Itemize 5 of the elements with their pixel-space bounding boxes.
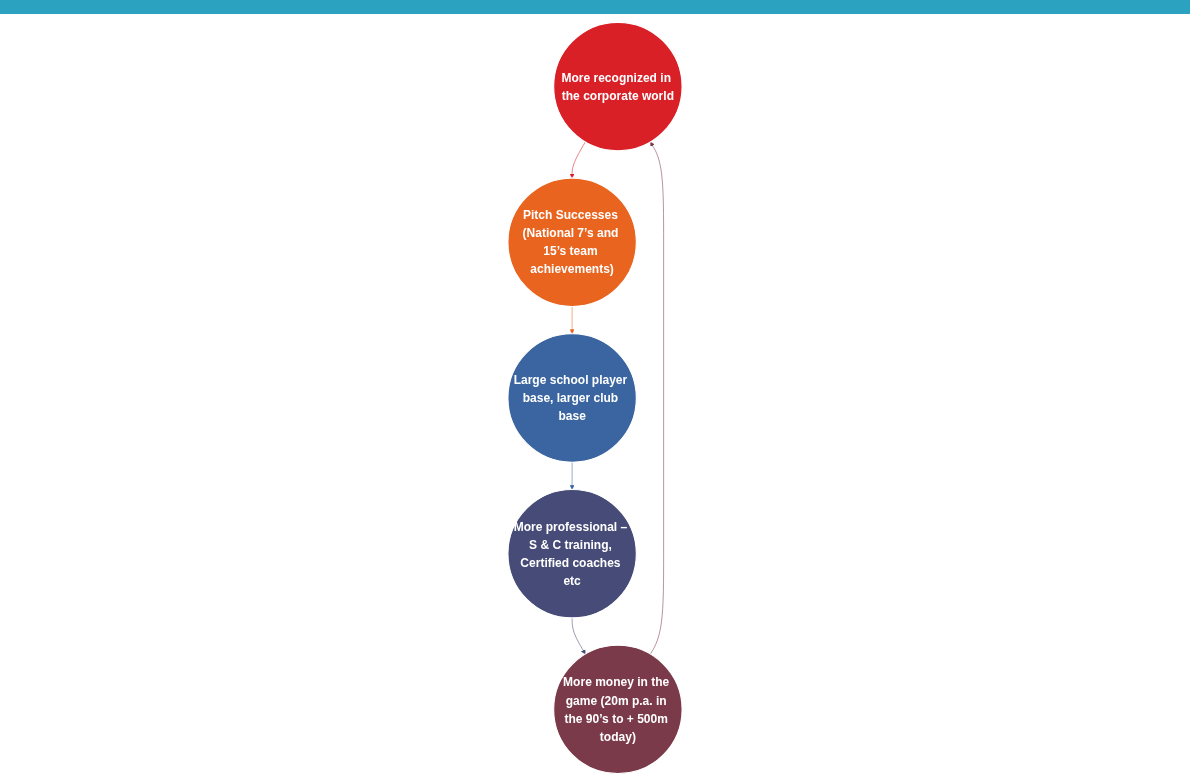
node-circle: Large school player base, larger club base [507, 333, 637, 463]
node-circle: More professional – S & C training, Certified coaches etc [507, 488, 637, 619]
node-circle: More recognized in the corporate world [553, 21, 683, 152]
node-circle: Pitch Successes (National 7’s and 15’s team achievements) [507, 177, 637, 308]
node-circle: More money in the game (20m p.a. in the 90’s to + 500m today) [553, 644, 683, 775]
